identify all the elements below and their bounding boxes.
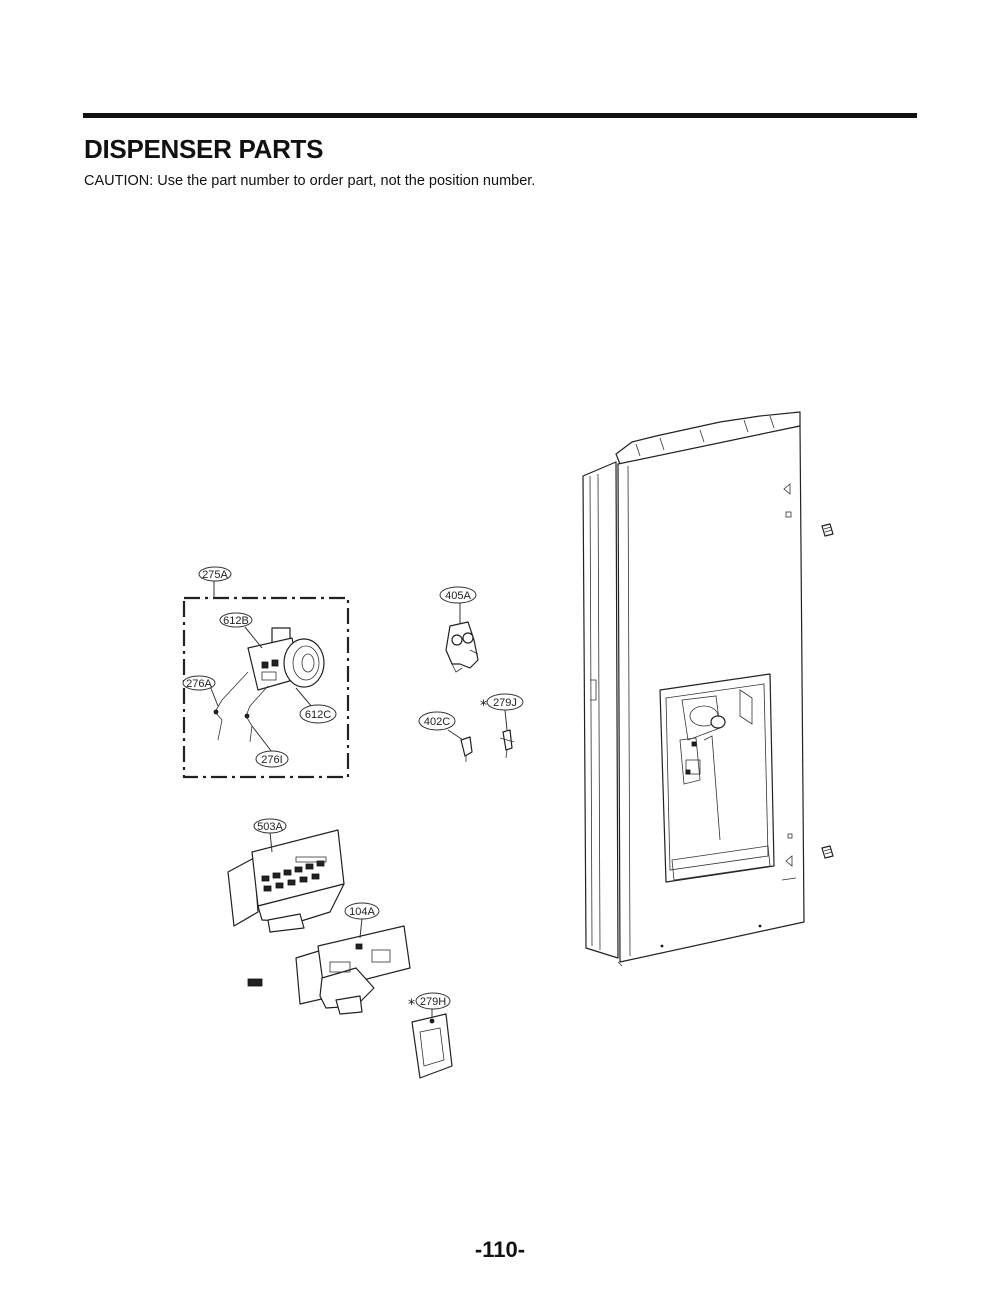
svg-text:104A: 104A xyxy=(349,906,375,918)
page-title: DISPENSER PARTS xyxy=(84,134,324,164)
part-chute-flap xyxy=(411,1013,453,1079)
svg-text:279H: 279H xyxy=(420,996,446,1008)
svg-text:402C: 402C xyxy=(424,716,450,728)
leader-276i xyxy=(251,725,273,753)
leader-279j xyxy=(504,709,508,731)
part-dispenser-cover xyxy=(295,925,411,1015)
leader-104a xyxy=(359,917,363,939)
leader-503a xyxy=(269,831,273,853)
part-small-clip xyxy=(247,978,263,987)
callout-503a: 503A xyxy=(253,818,287,834)
part-hinge-screw-top xyxy=(821,523,834,537)
part-door-assembly xyxy=(582,411,805,967)
svg-text:612C: 612C xyxy=(305,709,331,721)
callout-275a: 275A xyxy=(198,566,232,582)
callout-405a: 405A xyxy=(439,586,477,604)
asterisk-279j: * xyxy=(480,698,487,714)
callout-402c: 402C xyxy=(418,711,456,731)
callout-276a: 276A xyxy=(182,675,216,691)
callout-612b: 612B xyxy=(219,612,253,628)
asterisk-279h: * xyxy=(408,997,415,1013)
svg-text:612B: 612B xyxy=(223,615,249,627)
svg-text:503A: 503A xyxy=(257,821,283,833)
page-number: -110- xyxy=(474,1237,526,1262)
svg-text:276I: 276I xyxy=(261,754,282,766)
group-box-275a xyxy=(182,596,350,779)
part-hinge-screw-bottom xyxy=(821,845,834,859)
svg-text:279J: 279J xyxy=(493,697,517,709)
part-switch-wires xyxy=(213,671,269,743)
caution-note: CAUTION: Use the part number to order pa… xyxy=(84,173,536,189)
svg-text:275A: 275A xyxy=(202,569,228,581)
part-water-valve xyxy=(445,621,479,673)
part-display-assembly xyxy=(227,829,345,933)
callout-276i: 276I xyxy=(255,750,289,768)
part-dispenser-motor xyxy=(247,627,325,691)
leader-276a xyxy=(209,685,219,707)
part-lever-spring xyxy=(499,729,515,759)
part-micro-switch xyxy=(460,736,473,762)
callout-279h: 279H xyxy=(415,992,451,1010)
header-rule xyxy=(83,113,917,118)
callout-279j: 279J xyxy=(486,693,524,711)
callout-612c: 612C xyxy=(299,704,337,724)
leader-612b xyxy=(244,626,263,649)
svg-text:276A: 276A xyxy=(186,678,212,690)
callout-104a: 104A xyxy=(344,902,380,920)
svg-text:405A: 405A xyxy=(445,590,471,602)
leader-402c xyxy=(447,729,464,741)
